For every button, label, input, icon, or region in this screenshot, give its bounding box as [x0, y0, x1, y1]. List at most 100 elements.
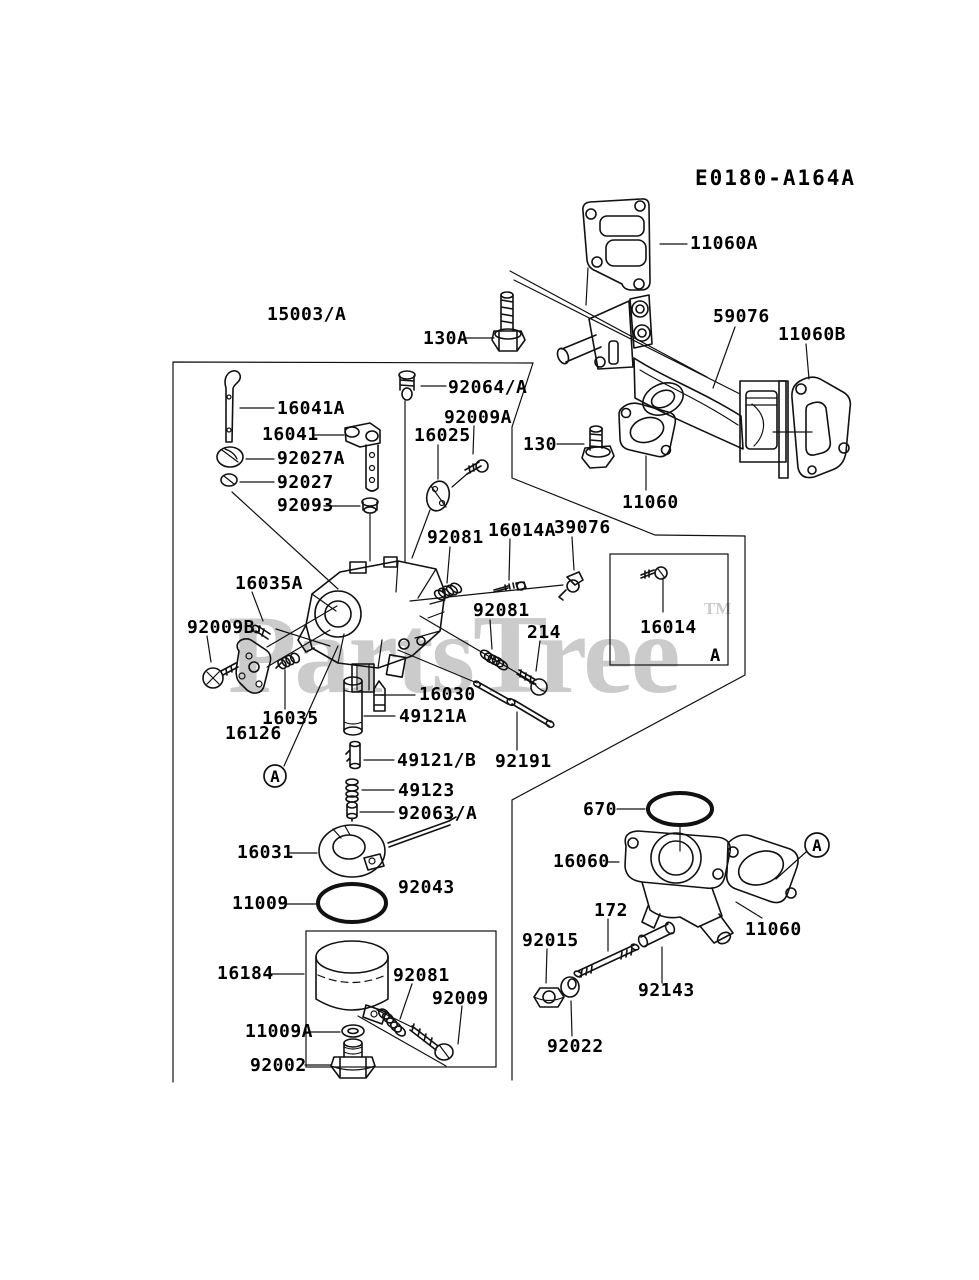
screw-92009A-drawing [464, 459, 489, 475]
bolt-130-drawing [581, 425, 615, 469]
part-label-214: 214 [527, 622, 561, 643]
clamp-16031-drawing [318, 816, 457, 878]
stud-172-drawing [573, 943, 640, 978]
float-bowl-16184-drawing [315, 940, 389, 1025]
part-label-11060B: 11060B [778, 324, 846, 345]
needle-valve-16030-drawing [373, 680, 386, 712]
inset-screw-16014-drawing [640, 566, 668, 580]
spring-92081-mid-drawing [479, 649, 509, 671]
part-label-39076: 39076 [554, 517, 611, 538]
inset-corner-marker: A [710, 646, 720, 666]
part-label-16030: 16030 [419, 684, 476, 705]
spring-92081-bottom-drawing [377, 1008, 407, 1037]
nut-92015-drawing [533, 987, 565, 1008]
part-label-92015: 92015 [522, 930, 579, 951]
jet-16035A-drawing [251, 624, 271, 640]
oring-11009-drawing [316, 882, 388, 924]
part-label-59076: 59076 [713, 306, 770, 327]
collar-92027-drawing [220, 473, 238, 487]
watermark: PartsTree TM [228, 593, 731, 717]
nut-92002-drawing [330, 1038, 376, 1079]
float-49121A-drawing [343, 676, 363, 736]
view-marker-A: A [804, 832, 830, 858]
part-label-16184: 16184 [217, 963, 274, 984]
part-label-92009A: 92009A [444, 407, 512, 428]
part-label-11009A: 11009A [245, 1021, 313, 1042]
insulator-block-drawing [739, 380, 789, 479]
part-label-16025: 16025 [414, 425, 471, 446]
group-borders [172, 361, 746, 1083]
part-label-172: 172 [594, 900, 628, 921]
view-markers: AA [263, 764, 830, 858]
throttle-plate-16025-drawing [425, 480, 451, 512]
screw-214-drawing [516, 669, 548, 696]
seal-92093-drawing [361, 497, 379, 514]
collar-92027A-drawing [216, 446, 244, 468]
part-label-16126: 16126 [225, 723, 282, 744]
part-label-16041: 16041 [262, 424, 319, 445]
watermark-text: PartsTree [228, 593, 679, 717]
part-label-49123: 49123 [398, 780, 455, 801]
diagram-code: E0180-A164A [695, 166, 856, 190]
gasket-11060A-drawing [582, 198, 651, 291]
assembly-axis-lines [231, 267, 813, 1067]
spring-49123-drawing [345, 778, 359, 803]
part-label-16035: 16035 [262, 708, 319, 729]
part-label-92043: 92043 [398, 877, 455, 898]
screw-92009-drawing [409, 1023, 454, 1061]
part-label-11009: 11009 [232, 893, 289, 914]
part-label-92063-A: 92063/A [398, 803, 477, 824]
svg-text:A: A [812, 836, 822, 855]
float-49121B-drawing [345, 740, 361, 770]
part-label-49121A: 49121A [399, 706, 467, 727]
carburetor-body-16126-drawing [297, 556, 446, 693]
part-label-130A: 130A [423, 328, 468, 349]
part-label-92022: 92022 [547, 1036, 604, 1057]
part-label-11060A: 11060A [690, 233, 758, 254]
washer-92022-drawing [560, 976, 580, 998]
bracket-39076-drawing [558, 571, 584, 601]
needle-jet-16014A-drawing [493, 581, 527, 593]
part-label-92081: 92081 [393, 965, 450, 986]
pilot-screw-16035-drawing [275, 652, 301, 670]
oring-670-drawing [646, 791, 714, 827]
part-label-92027A: 92027A [277, 448, 345, 469]
choke-lever-16041A-drawing [224, 370, 242, 443]
part-label-11060: 11060 [622, 492, 679, 513]
leader-lines [206, 243, 810, 1066]
part-label-11060: 11060 [745, 919, 802, 940]
spring-92081-top-drawing [433, 582, 463, 601]
gasket-11060-drawing [618, 402, 677, 458]
part-label-92002: 92002 [250, 1055, 307, 1076]
float-bowl-box [305, 930, 497, 1068]
part-label-130: 130 [523, 434, 557, 455]
part-label-16060: 16060 [553, 851, 610, 872]
gasket-right-A-drawing [725, 834, 799, 904]
washer-11009A-drawing [341, 1024, 365, 1038]
view-marker-A: A [263, 764, 287, 788]
part-label-92093: 92093 [277, 495, 334, 516]
part-label-16035A: 16035A [235, 573, 303, 594]
gasket-11060B-drawing [791, 376, 852, 479]
collar-92143-drawing [637, 921, 676, 948]
part-label-15003-A: 15003/A [267, 304, 346, 325]
part-label-16041A: 16041A [277, 398, 345, 419]
part-label-92143: 92143 [638, 980, 695, 1001]
part-label-16014A: 16014A [488, 520, 556, 541]
screw-92009B-drawing [202, 662, 239, 689]
part-label-92081: 92081 [473, 600, 530, 621]
bolt-130A-drawing [491, 291, 526, 352]
inset-detail-box [609, 553, 729, 666]
part-label-16014: 16014 [640, 617, 697, 638]
plunger-92064A-drawing [398, 370, 416, 401]
part-label-92191: 92191 [495, 751, 552, 772]
part-label-92081: 92081 [427, 527, 484, 548]
part-label-49121-B: 49121/B [397, 750, 476, 771]
intake-manifold-59076-drawing [556, 294, 744, 450]
part-label-16031: 16031 [237, 842, 294, 863]
cover-plate-drawing [235, 638, 272, 694]
rod-92191-drawing [472, 680, 555, 729]
watermark-tm-mark: TM [704, 599, 731, 618]
